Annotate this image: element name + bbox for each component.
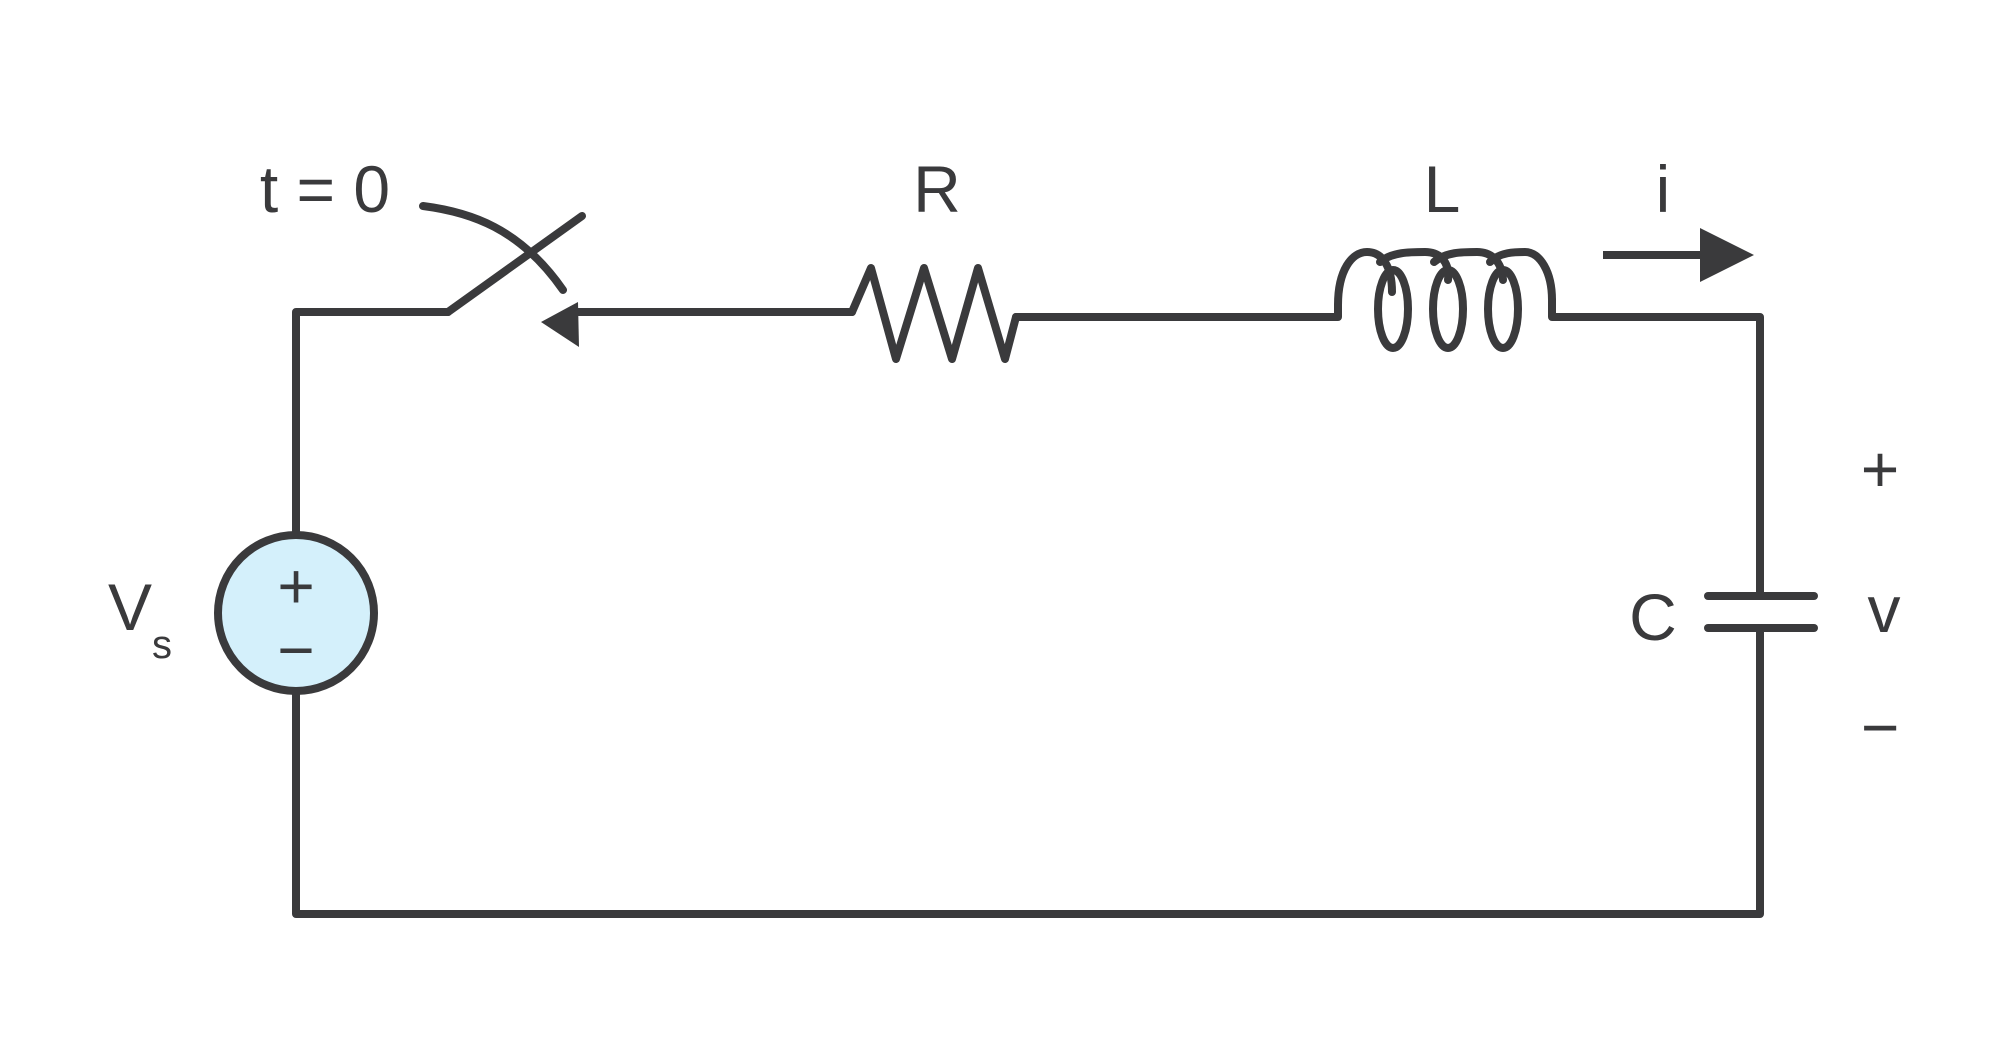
source-plus: + bbox=[277, 550, 314, 622]
source-label-sub: s bbox=[152, 623, 172, 667]
wire-inductor-capacitor bbox=[1548, 296, 1764, 600]
resistor-label: R bbox=[913, 152, 961, 226]
inductor-label: L bbox=[1424, 152, 1461, 226]
inductor-icon bbox=[1334, 248, 1556, 352]
current-arrow-icon bbox=[1603, 228, 1754, 282]
switch-arc bbox=[419, 202, 567, 294]
source-label-main: V bbox=[108, 570, 152, 644]
capacitor-voltage-symbol: v bbox=[1868, 572, 1901, 646]
wire-left-bottom bbox=[292, 689, 1764, 918]
switch-label: t = 0 bbox=[260, 152, 390, 226]
current-label: i bbox=[1656, 152, 1671, 226]
switch-icon bbox=[444, 212, 586, 316]
resistor-icon bbox=[848, 264, 1020, 363]
capacitor-voltage-plus: + bbox=[1861, 432, 1900, 506]
capacitor-icon bbox=[1704, 592, 1818, 787]
source-minus: − bbox=[277, 614, 314, 686]
switch-arc-arrowhead bbox=[541, 302, 579, 347]
wire-left-top bbox=[292, 308, 452, 537]
capacitor-label: C bbox=[1629, 580, 1677, 654]
capacitor-voltage-minus: − bbox=[1861, 690, 1900, 764]
wire-resistor-inductor bbox=[1012, 301, 1342, 321]
voltage-source-icon bbox=[214, 531, 378, 695]
source-label: Vs bbox=[108, 570, 172, 667]
